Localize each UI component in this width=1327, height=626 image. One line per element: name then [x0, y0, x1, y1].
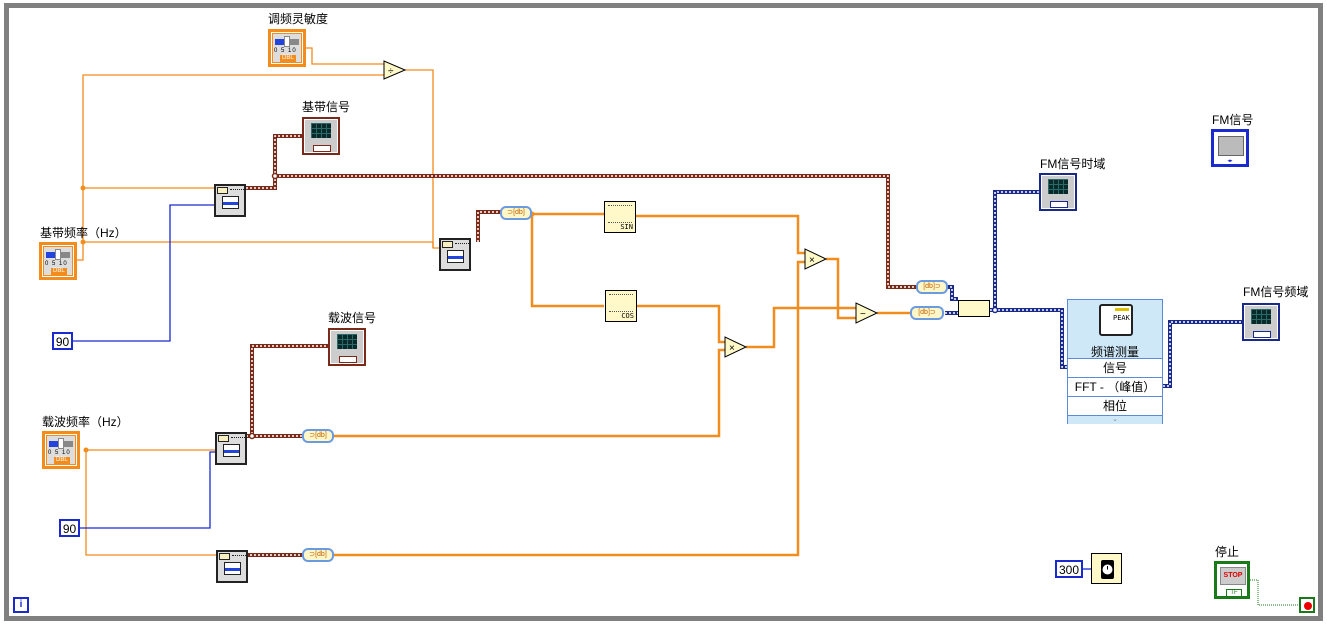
frame-border-left	[4, 3, 9, 621]
multiply-symbol-1: ×	[809, 255, 815, 266]
express-output-fft[interactable]: FFT - （峰值）	[1068, 377, 1162, 396]
multiply-node-2	[724, 336, 748, 358]
from-ddt-converter-2[interactable]: ⊃[db]	[302, 429, 334, 443]
label-fm-signal: FM信号	[1212, 113, 1254, 127]
multiply-symbol-2: ×	[729, 343, 735, 354]
from-ddt-converter-3[interactable]: ⊃[db]	[302, 548, 334, 562]
label-fm-time: FM信号时域	[1040, 157, 1106, 171]
wire-to-cos	[530, 214, 604, 308]
wire-carrier-cos	[334, 348, 726, 438]
fm-time-domain-graph[interactable]	[1039, 173, 1077, 211]
wire-bfreq-gen2	[83, 241, 440, 249]
stopwatch-icon	[1101, 560, 1114, 579]
baseband-signal-graph[interactable]	[302, 117, 340, 155]
wire-sensitivity	[306, 47, 386, 65]
dbl-wires	[75, 47, 440, 556]
wire-mul1-out	[826, 257, 858, 320]
peak-icon: PEAK	[1099, 304, 1133, 336]
waveform-generator-4[interactable]	[216, 550, 248, 583]
express-output-phase[interactable]: 相位	[1068, 396, 1162, 415]
wire-cfreq-gen4	[85, 450, 217, 556]
dbl-array-wires	[334, 212, 912, 557]
waveform-generator-1[interactable]	[214, 184, 246, 217]
subtract-node	[855, 302, 879, 324]
phase-constant-2[interactable]: 90	[59, 519, 80, 537]
label-fm-freq: FM信号频域	[1243, 285, 1309, 299]
merge-signals-node[interactable]	[958, 300, 990, 317]
to-ddt-converter-1[interactable]: [db]⊃	[916, 280, 948, 294]
wire-mul2-out	[746, 306, 858, 349]
int-wires	[72, 204, 1091, 570]
stop-button-control[interactable]: STOP TF	[1214, 561, 1250, 599]
phase-constant-1[interactable]: 90	[52, 332, 73, 350]
waveform-generator-2[interactable]	[439, 238, 471, 271]
label-baseband-signal: 基带信号	[302, 100, 351, 114]
cosine-function[interactable]: COS	[605, 290, 637, 322]
label-carrier-freq: 载波频率（Hz）	[42, 415, 129, 429]
divide-node	[383, 60, 407, 80]
frame-border-bottom	[4, 616, 1322, 621]
wait-timer-node[interactable]	[1091, 553, 1122, 584]
divide-symbol: ÷	[388, 66, 394, 77]
carrier-signal-graph[interactable]	[328, 328, 366, 366]
frame-border-top	[4, 3, 1322, 8]
label-stop: 停止	[1215, 545, 1240, 559]
iteration-info-icon[interactable]: i	[13, 597, 29, 613]
spectral-measurements-express-vi[interactable]: PEAK 频谱测量 信号 FFT - （峰值） 相位 ⌄	[1067, 299, 1163, 424]
wire-sin-out	[636, 214, 806, 255]
waveform-generator-3[interactable]	[215, 432, 247, 465]
sine-function[interactable]: SIN	[604, 201, 636, 233]
wire-cos-out	[636, 304, 726, 344]
wire-divide-out	[405, 69, 434, 248]
multiply-node-1	[804, 248, 828, 270]
bool-wire	[1250, 579, 1300, 606]
label-fm-sensitivity: 调频灵敏度	[268, 12, 329, 26]
wire-bfreq-divide	[75, 74, 386, 261]
frame-border-right	[1318, 3, 1323, 621]
loop-condition-terminal[interactable]	[1299, 597, 1315, 613]
from-ddt-converter-1[interactable]: ⊃[db]	[500, 206, 532, 220]
express-vi-title: 频谱测量	[1090, 345, 1139, 359]
wire-carrier-sin	[334, 260, 806, 557]
subtract-symbol: −	[860, 309, 866, 320]
fm-freq-domain-graph[interactable]	[1242, 303, 1280, 341]
to-ddt-converter-2[interactable]: [db]⊃	[910, 306, 944, 320]
label-baseband-freq: 基带频率（Hz）	[40, 226, 127, 240]
express-input-signal[interactable]: 信号	[1068, 358, 1162, 377]
express-expand-handle[interactable]: ⌄	[1068, 415, 1162, 424]
wait-ms-constant[interactable]: 300	[1055, 560, 1083, 578]
label-carrier-signal: 载波信号	[328, 311, 377, 325]
fm-signal-indicator[interactable]: ◂▸	[1211, 129, 1249, 167]
